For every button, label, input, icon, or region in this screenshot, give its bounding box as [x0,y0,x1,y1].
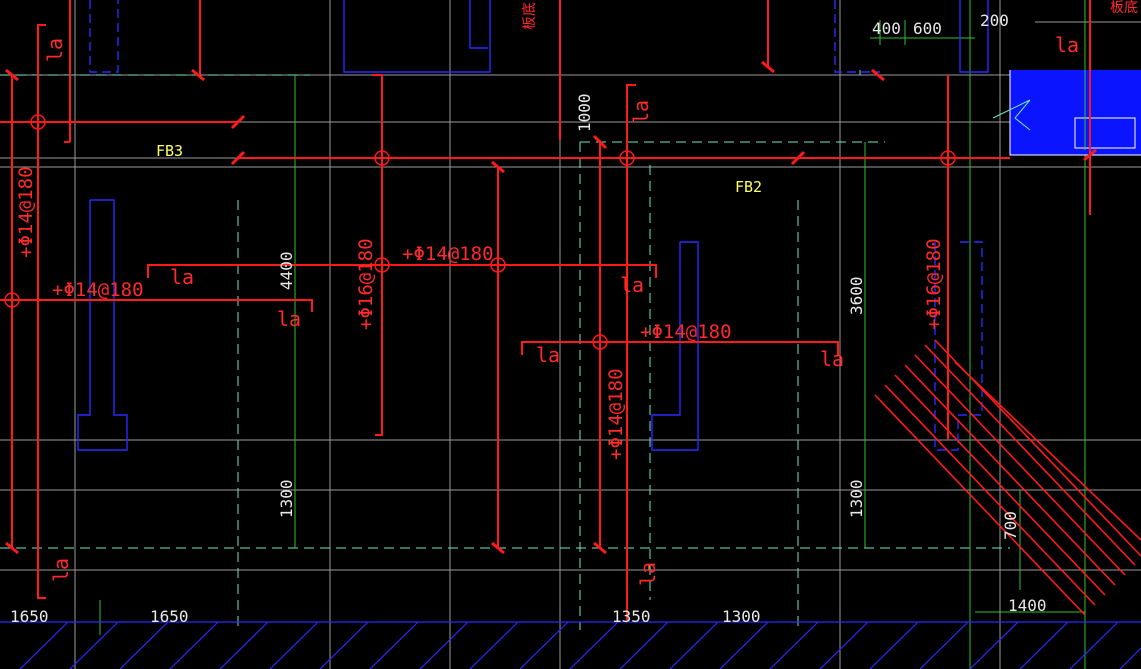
la-label-1: la [43,38,67,62]
dim-600: 600 [913,19,942,38]
slab-labels: FB3 FB2 [156,142,762,196]
rebar-lines [0,0,1091,620]
la-label-10: la [1055,33,1079,57]
anchorage-labels: la la la la la la la la la la [43,33,1079,586]
la-label-5: la [536,343,560,367]
la-label-3: la [277,307,301,331]
top-label-slab-edge-2: 板底 [1110,0,1138,16]
blue-filled-region [992,0,1141,156]
rebar-label-phi14-right: +Φ14@180 [640,321,732,343]
dim-1300-right: 1300 [847,479,866,518]
dim-1650-a: 1650 [10,607,49,626]
dim-700: 700 [1001,511,1020,540]
dim-1300-bottom: 1300 [722,607,761,626]
dim-3600: 3600 [847,276,866,315]
la-label-9: la [636,562,660,586]
wall-outlines [77,0,989,451]
beam-dashed-lines [0,70,1010,630]
rebar-circles [4,114,956,350]
dim-1350: 1350 [612,607,651,626]
rebar-label-phi14-vertical-right: +Φ14@180 [605,368,627,460]
hatched-floor-band [0,621,1141,669]
top-partial-labels: 板底 板底 [522,0,1138,30]
la-label-6: la [820,347,844,371]
rebar-label-phi16-vertical-middle: +Φ16@180 [355,238,377,330]
dim-1650-b: 1650 [150,607,189,626]
rebar-annotations: +Φ14@180 +Φ14@180 +Φ14@180 +Φ14@180 +Φ16… [15,166,945,460]
rebar-label-phi14-middle: +Φ14@180 [402,243,494,265]
la-label-7: la [629,100,653,124]
slab-label-fb3: FB3 [156,142,183,160]
top-label-slab-edge-1: 板底 [522,2,538,30]
dim-200: 200 [980,11,1009,30]
dimension-texts: 4400 1300 3600 1300 1000 700 400 600 200… [10,11,1047,626]
stair-diagonal-hatch [874,339,1141,616]
dim-1000: 1000 [575,93,594,132]
rebar-end-ticks [5,60,1097,555]
dim-1400: 1400 [1008,596,1047,615]
rebar-label-phi14-vertical-left: +Φ14@180 [15,166,37,258]
la-label-4: la [620,273,644,297]
dim-1300-left: 1300 [277,479,296,518]
dim-4400: 4400 [277,251,296,290]
dim-400: 400 [872,19,901,38]
la-label-8: la [49,558,73,582]
rebar-label-phi14-left: +Φ14@180 [52,279,144,301]
la-label-2: la [170,265,194,289]
slab-label-fb2: FB2 [735,178,762,196]
rebar-label-phi16-vertical-right: +Φ16@180 [923,238,945,330]
